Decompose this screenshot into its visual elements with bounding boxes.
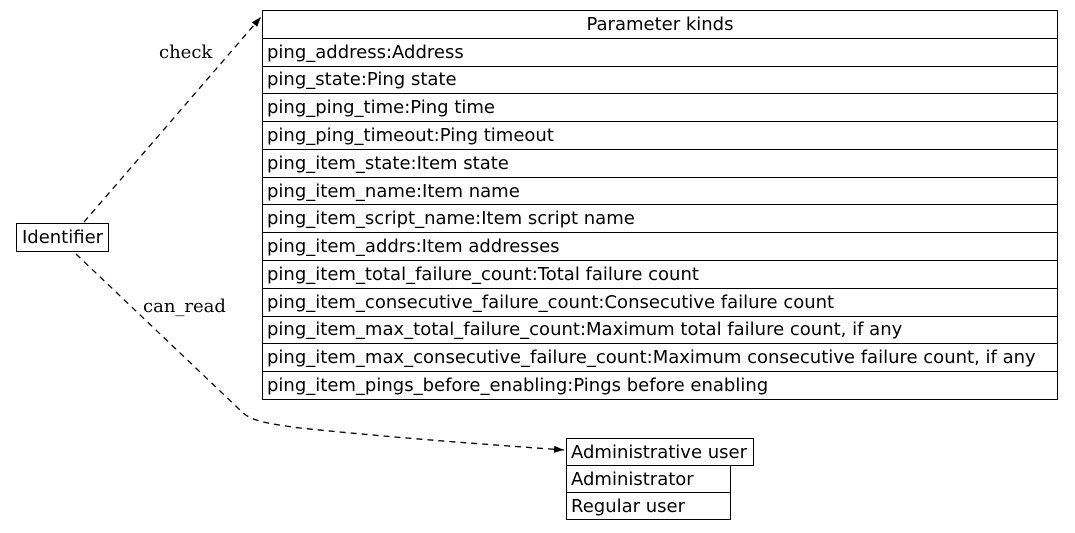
table-row: ping_item_state:Item state <box>263 148 1057 177</box>
edge-can-read-arrow <box>75 253 565 453</box>
table-row: ping_item_max_consecutive_failure_count:… <box>263 343 1057 371</box>
node-identifier: Identifier <box>16 223 109 252</box>
table-row: Administrator <box>566 465 731 493</box>
table-row: ping_item_name:Item name <box>263 176 1057 205</box>
admin-user-header: Administrative user <box>566 438 754 466</box>
edge-check-arrow <box>83 16 262 223</box>
table-row: ping_item_addrs:Item addresses <box>263 232 1057 260</box>
parameter-kinds-header: Parameter kinds <box>586 13 734 35</box>
table-row: ping_state:Ping state <box>263 65 1057 94</box>
table-row: ping_item_pings_before_enabling:Pings be… <box>263 371 1057 399</box>
table-row: ping_item_total_failure_count:Total fail… <box>263 260 1057 288</box>
table-row: ping_item_max_total_failure_count:Maximu… <box>263 315 1057 344</box>
table-row: ping_ping_timeout:Ping timeout <box>263 121 1057 149</box>
edge-label-can-read: can_read <box>143 296 226 317</box>
table-row: ping_ping_time:Ping time <box>263 93 1057 121</box>
edge-label-check: check <box>159 42 213 63</box>
table-row: ping_address:Address <box>263 37 1057 66</box>
table-row: Regular user <box>566 492 731 520</box>
table-row: ping_item_script_name:Item script name <box>263 204 1057 232</box>
table-row: ping_item_consecutive_failure_count:Cons… <box>263 287 1057 316</box>
